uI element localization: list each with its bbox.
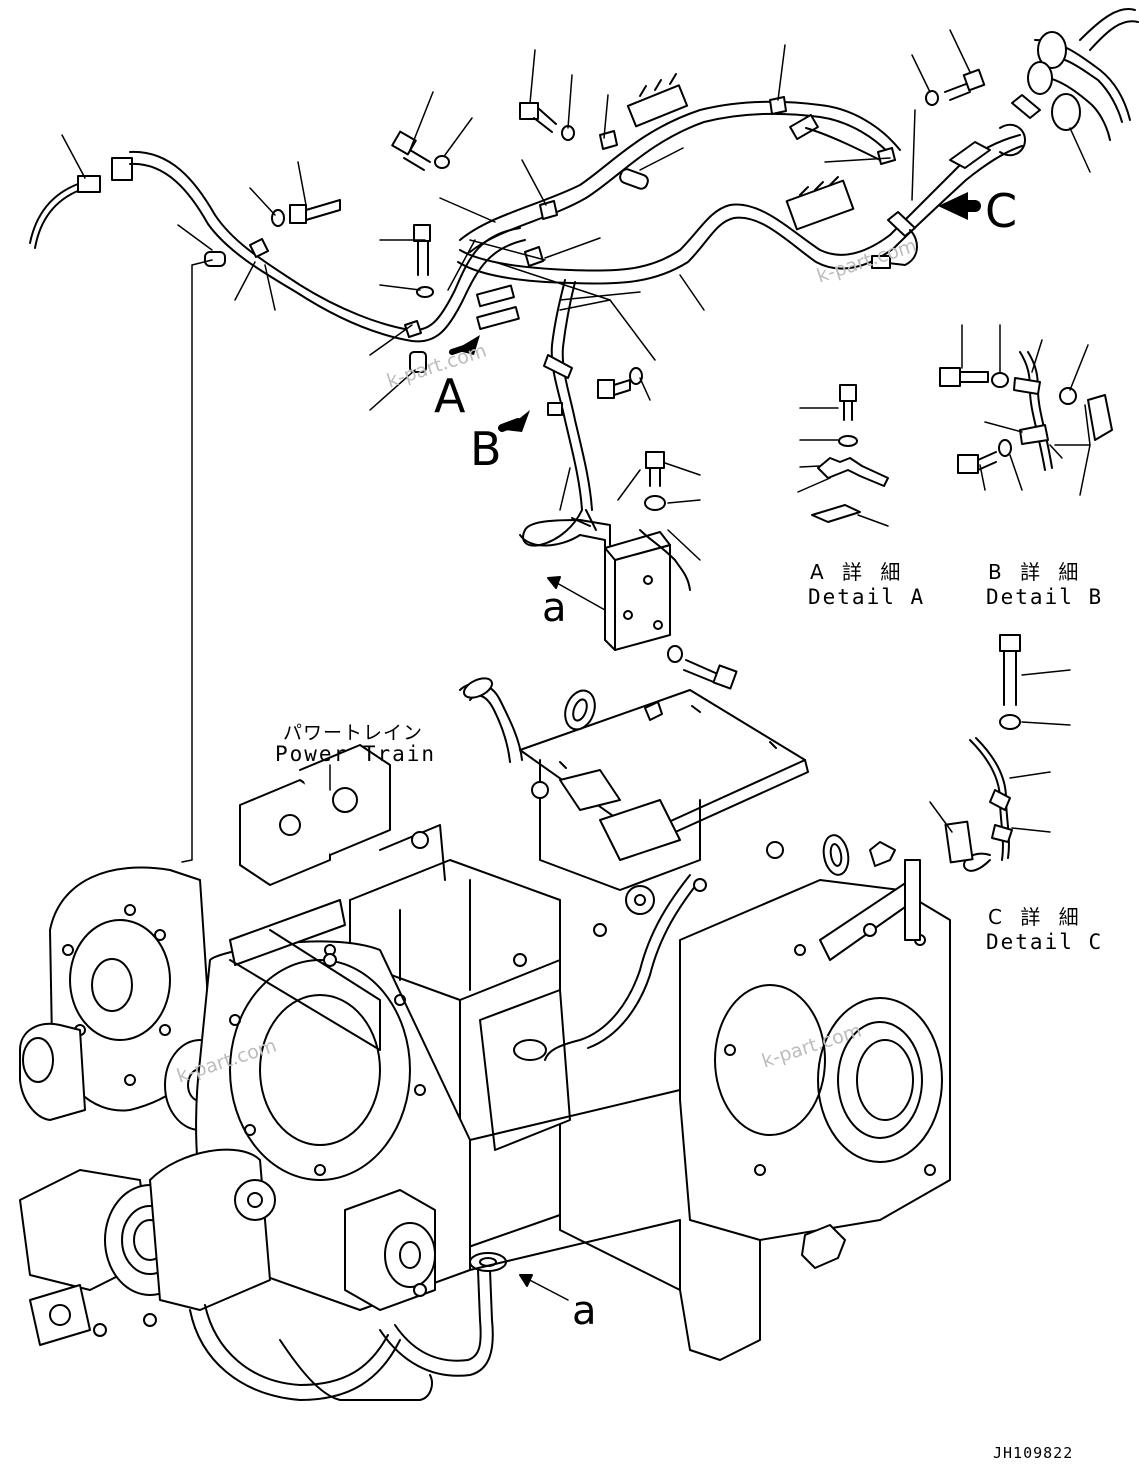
bolt-6 [597, 379, 631, 399]
detail-a-drawing [797, 384, 889, 527]
bolt-7 [645, 451, 665, 487]
bolt-1 [289, 199, 341, 224]
detail-b-title-en: Detail B [986, 585, 1104, 609]
detail-a-title-jp: A 詳 細 [810, 560, 907, 584]
callout-label-b: B [470, 422, 502, 476]
detail-a-title-en: Detail A [808, 585, 926, 609]
power-train-title-jp: パワートレイン [283, 722, 424, 744]
detail-c-title-jp: C 詳 細 [988, 905, 1085, 929]
bolt-4 [413, 224, 431, 276]
drawing-code: JH109822 [993, 1444, 1074, 1462]
leader-long-left [181, 259, 213, 863]
pipes-top-right [1011, 8, 1139, 141]
valve-block [519, 519, 738, 690]
callout-label-a: A [434, 369, 466, 423]
detail-c-title-en: Detail C [986, 930, 1104, 954]
bolt-2 [391, 130, 431, 171]
leader-lines-upper [61, 29, 1091, 561]
callout-label-c: C [985, 184, 1018, 238]
reference-label-a-upper: a [542, 585, 567, 631]
detail-b-title-jp: B 詳 細 [988, 560, 1085, 584]
fasteners-upper [271, 68, 986, 511]
reference-label-a-lower: a [572, 1288, 597, 1334]
wiring-harness [29, 73, 1026, 547]
bolt-3 [519, 102, 557, 133]
bolt-5 [944, 68, 986, 101]
power-train-title-en: Power Train [275, 742, 437, 766]
power-train-drawing [19, 677, 951, 1401]
detail-b-drawing [939, 324, 1113, 496]
detail-c-drawing [929, 634, 1071, 872]
callout-arrows [449, 192, 981, 1301]
